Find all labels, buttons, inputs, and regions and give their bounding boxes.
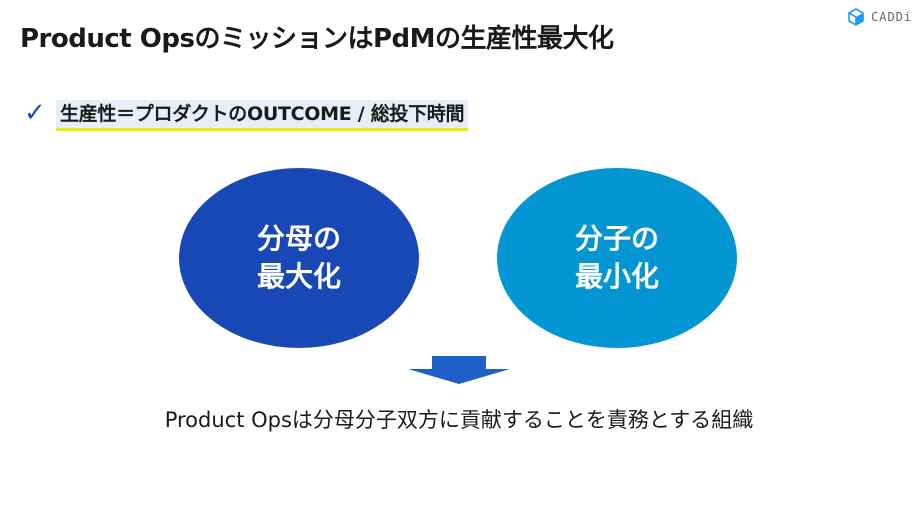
logo-text: CADDi [871,10,913,24]
logo: CADDi [846,7,912,27]
subtitle: 生産性＝プロダクトのOUTCOME / 総投下時間 [56,100,469,131]
numerator-ellipse: 分子の 最小化 [497,168,737,348]
arrow-down-icon [408,356,510,384]
check-icon: ✓ [24,98,46,128]
cube-icon [848,8,864,26]
denominator-ellipse: 分母の 最大化 [179,168,419,348]
conclusion-text: Product Opsは分母分子双方に貢献することを責務とする組織 [164,408,754,432]
slide-title: Product OpsのミッションはPdMの生産性最大化 [20,24,614,54]
